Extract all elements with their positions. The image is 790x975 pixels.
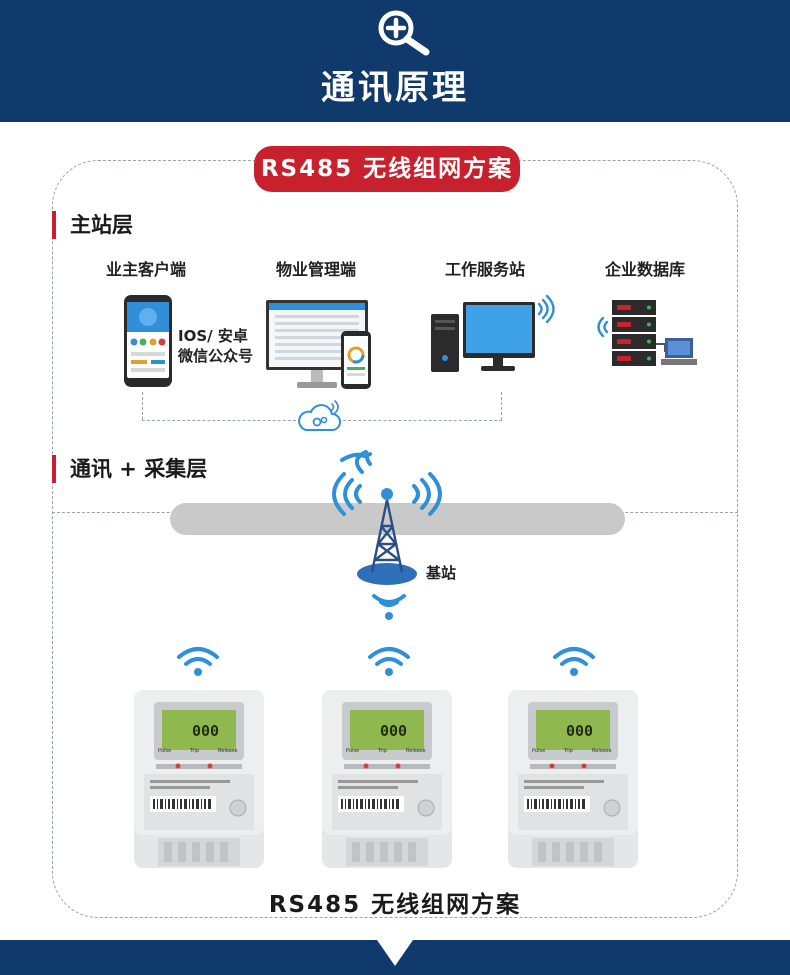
scheme-bottom-label: RS485 无线组网方案: [268, 892, 522, 918]
meter-indicator-release: Release: [406, 748, 426, 754]
network-bus-bar: [170, 503, 625, 535]
node-label-work-station: 工作服务站: [444, 260, 525, 279]
wifi-icon: [368, 647, 410, 676]
connector-right: [501, 392, 502, 420]
down-arrow-icon: [377, 940, 413, 966]
desktop-pc-icon: [431, 294, 555, 372]
wifi-icon: [177, 647, 219, 676]
cell-tower-icon: [332, 450, 442, 585]
os-note-line1: IOS/ 安卓: [178, 327, 248, 345]
cloud-icon: [298, 400, 341, 431]
downlink-wifi-icon: [372, 594, 406, 620]
electric-meter-icon: 000 Pulse Trip Release: [508, 690, 638, 868]
electric-meter-icon: 000 Pulse Trip Release: [322, 690, 452, 868]
scheme-pill: RS485 无线组网方案: [254, 146, 520, 192]
meter-display: 000: [380, 722, 408, 740]
magnifier-plus-icon: [378, 10, 430, 56]
meter-indicator-trip: Trip: [378, 748, 387, 754]
meter-indicator-release: Release: [592, 748, 612, 754]
master-layer-title: 主站层: [52, 211, 133, 239]
meter-indicator-pulse: Pulse: [346, 748, 360, 754]
meter-indicator-release: Release: [218, 748, 238, 754]
node-label-owner-client: 业主客户端: [105, 260, 186, 279]
node-label-property-mgmt: 物业管理端: [275, 260, 356, 279]
node-label-enterprise-db: 企业数据库: [604, 260, 685, 279]
page-title: 通讯原理: [321, 68, 469, 108]
server-rack-icon: [597, 300, 697, 366]
electric-meter-icon: 000 Pulse Trip Release: [134, 690, 264, 868]
meter-indicator-trip: Trip: [190, 748, 199, 754]
wifi-icon: [553, 647, 595, 676]
comm-layer-title: 通讯 + 采集层: [52, 455, 207, 483]
meter-display: 000: [566, 722, 594, 740]
monitor-phone-icon: [266, 300, 371, 389]
connector-left: [142, 392, 143, 420]
meter-indicator-trip: Trip: [564, 748, 573, 754]
tower-label: 基站: [426, 564, 457, 582]
meter-indicator-pulse: Pulse: [158, 748, 172, 754]
meter-indicator-pulse: Pulse: [532, 748, 546, 754]
meter-display: 000: [192, 722, 220, 740]
os-note-line2: 微信公众号: [178, 347, 254, 365]
smartphone-icon: [124, 295, 172, 387]
